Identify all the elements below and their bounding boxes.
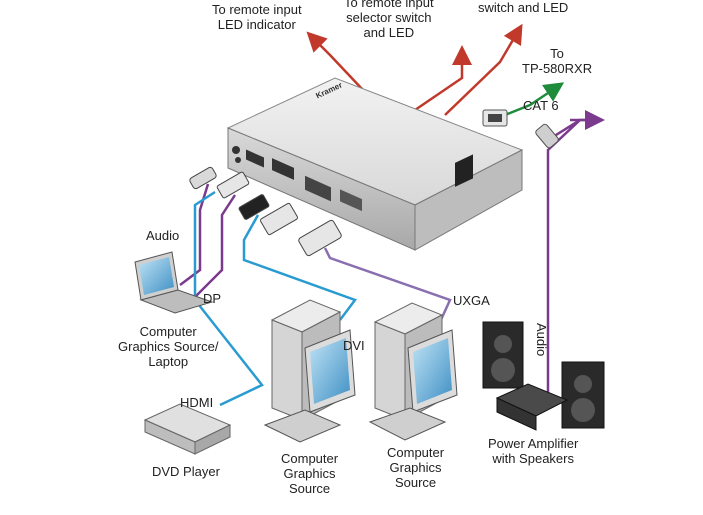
computer-1 [263, 299, 356, 443]
hdmi-port [246, 149, 264, 168]
dvi-label: DVI [343, 338, 365, 353]
uxga-label: UXGA [453, 293, 490, 308]
laptop [134, 251, 214, 314]
remote-switch-cable [444, 23, 523, 116]
brand-logo [455, 154, 473, 187]
audio-in-label: Audio [146, 228, 180, 243]
remote-switch-label: switch and LED [478, 0, 569, 15]
switcher-device [226, 77, 524, 251]
input-connectors [189, 166, 342, 257]
dp-label: DP [203, 291, 222, 306]
dp-port [272, 158, 294, 180]
dvd-label: DVD Player [152, 464, 220, 479]
dp-cable [194, 194, 237, 298]
power-port [235, 157, 241, 163]
dvi-cable [242, 214, 358, 321]
audio-out-cable [546, 118, 590, 400]
hdmi-label: HDMI [180, 395, 214, 410]
audio-out-label: Audio [534, 323, 549, 357]
amplifier-speakers [482, 321, 605, 431]
audio-jack-out [535, 123, 559, 149]
remote-selector-cable [414, 45, 472, 112]
audio-in-cable [179, 183, 210, 286]
dvi-port [305, 175, 331, 202]
uxga-cable [323, 247, 452, 323]
cat6-label: CAT 6 [523, 98, 559, 113]
audio-in-port [232, 146, 240, 154]
computer-2 [368, 302, 458, 441]
rj45-connector [482, 109, 508, 127]
dvd-player [143, 403, 232, 455]
vga-port [340, 189, 362, 212]
cat6-cable [504, 82, 565, 117]
